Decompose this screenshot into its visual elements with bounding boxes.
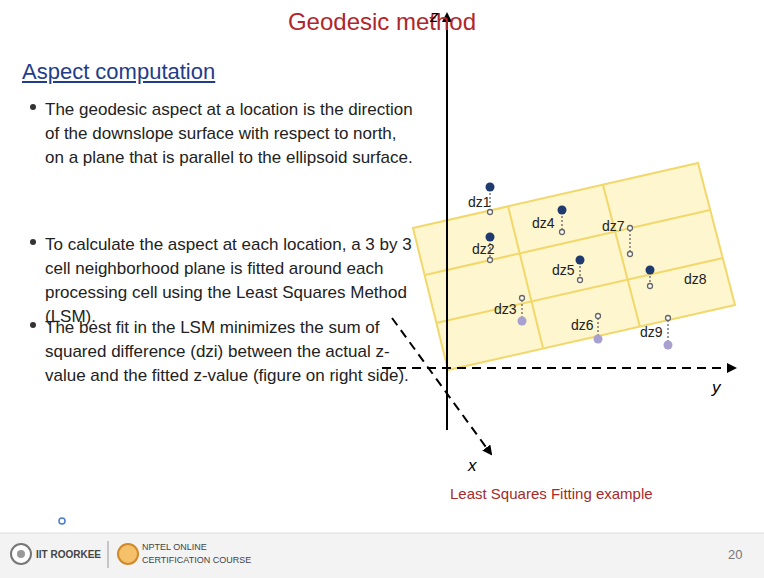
- section-heading: Aspect computation: [22, 58, 215, 87]
- slide-title: Geodesic method: [0, 6, 764, 37]
- small-marker: [59, 518, 65, 524]
- bullet-text: The best fit in the LSM minimizes the su…: [45, 316, 417, 388]
- bullet-dot: [30, 322, 36, 328]
- point-label: dz1: [468, 193, 491, 211]
- page-number: 20: [728, 547, 742, 564]
- footer-text: CERTIFICATION COURSE: [142, 555, 251, 567]
- bullet-dot: [30, 239, 36, 245]
- point-label: dz6: [571, 316, 594, 334]
- axis-label: y: [712, 377, 721, 399]
- point-label: dz9: [640, 323, 663, 341]
- fitted-plane: [413, 163, 735, 370]
- point-label: dz4: [532, 214, 555, 232]
- axis-label: x: [468, 455, 477, 477]
- axis-label: z: [430, 6, 439, 28]
- data-points: [486, 183, 673, 350]
- point-label: dz8: [684, 270, 707, 288]
- footer-bar: [0, 533, 764, 578]
- point-label: dz5: [552, 261, 575, 279]
- figure-caption: Least Squares Fitting example: [450, 484, 653, 504]
- bullet-text: The geodesic aspect at a location is the…: [45, 98, 417, 170]
- footer-text: IIT ROORKEE: [36, 548, 101, 561]
- axes: [382, 14, 735, 454]
- bullet-text: To calculate the aspect at each location…: [45, 233, 417, 329]
- bullet-dot: [30, 104, 36, 110]
- point-label: dz3: [494, 300, 517, 318]
- point-label: dz7: [602, 217, 625, 235]
- point-label: dz2: [472, 240, 495, 258]
- footer-text: NPTEL ONLINE: [142, 542, 207, 554]
